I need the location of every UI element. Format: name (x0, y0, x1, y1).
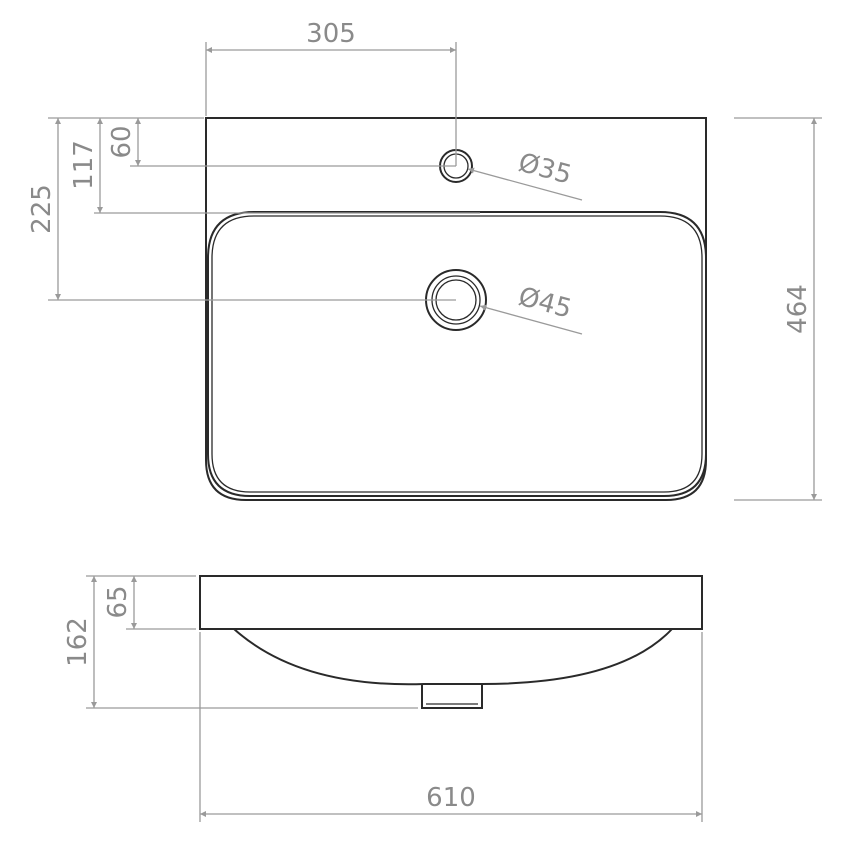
dim-60-label: 60 (107, 125, 137, 158)
bowl-inner-edge (211, 215, 703, 493)
dim-464-label: 464 (783, 284, 813, 334)
leader-35 (467, 167, 583, 201)
top-view: 305 60 117 225 464 Ø35 Ø45 (27, 19, 822, 501)
bowl-inner-outline (207, 211, 707, 497)
basin-outer-outline (205, 117, 707, 501)
dim-162-label: 162 (63, 617, 93, 667)
dim-65-label: 65 (103, 585, 133, 618)
rim (199, 575, 703, 630)
bowl-underside (233, 628, 673, 686)
dim-225-label: 225 (27, 184, 57, 234)
dim-305-label: 305 (306, 19, 356, 49)
waste-outlet (421, 684, 483, 709)
dim-610-label: 610 (426, 783, 476, 813)
dim-117-label: 117 (69, 140, 99, 190)
leader-45 (479, 304, 583, 335)
side-view: 65 162 610 (63, 575, 703, 822)
